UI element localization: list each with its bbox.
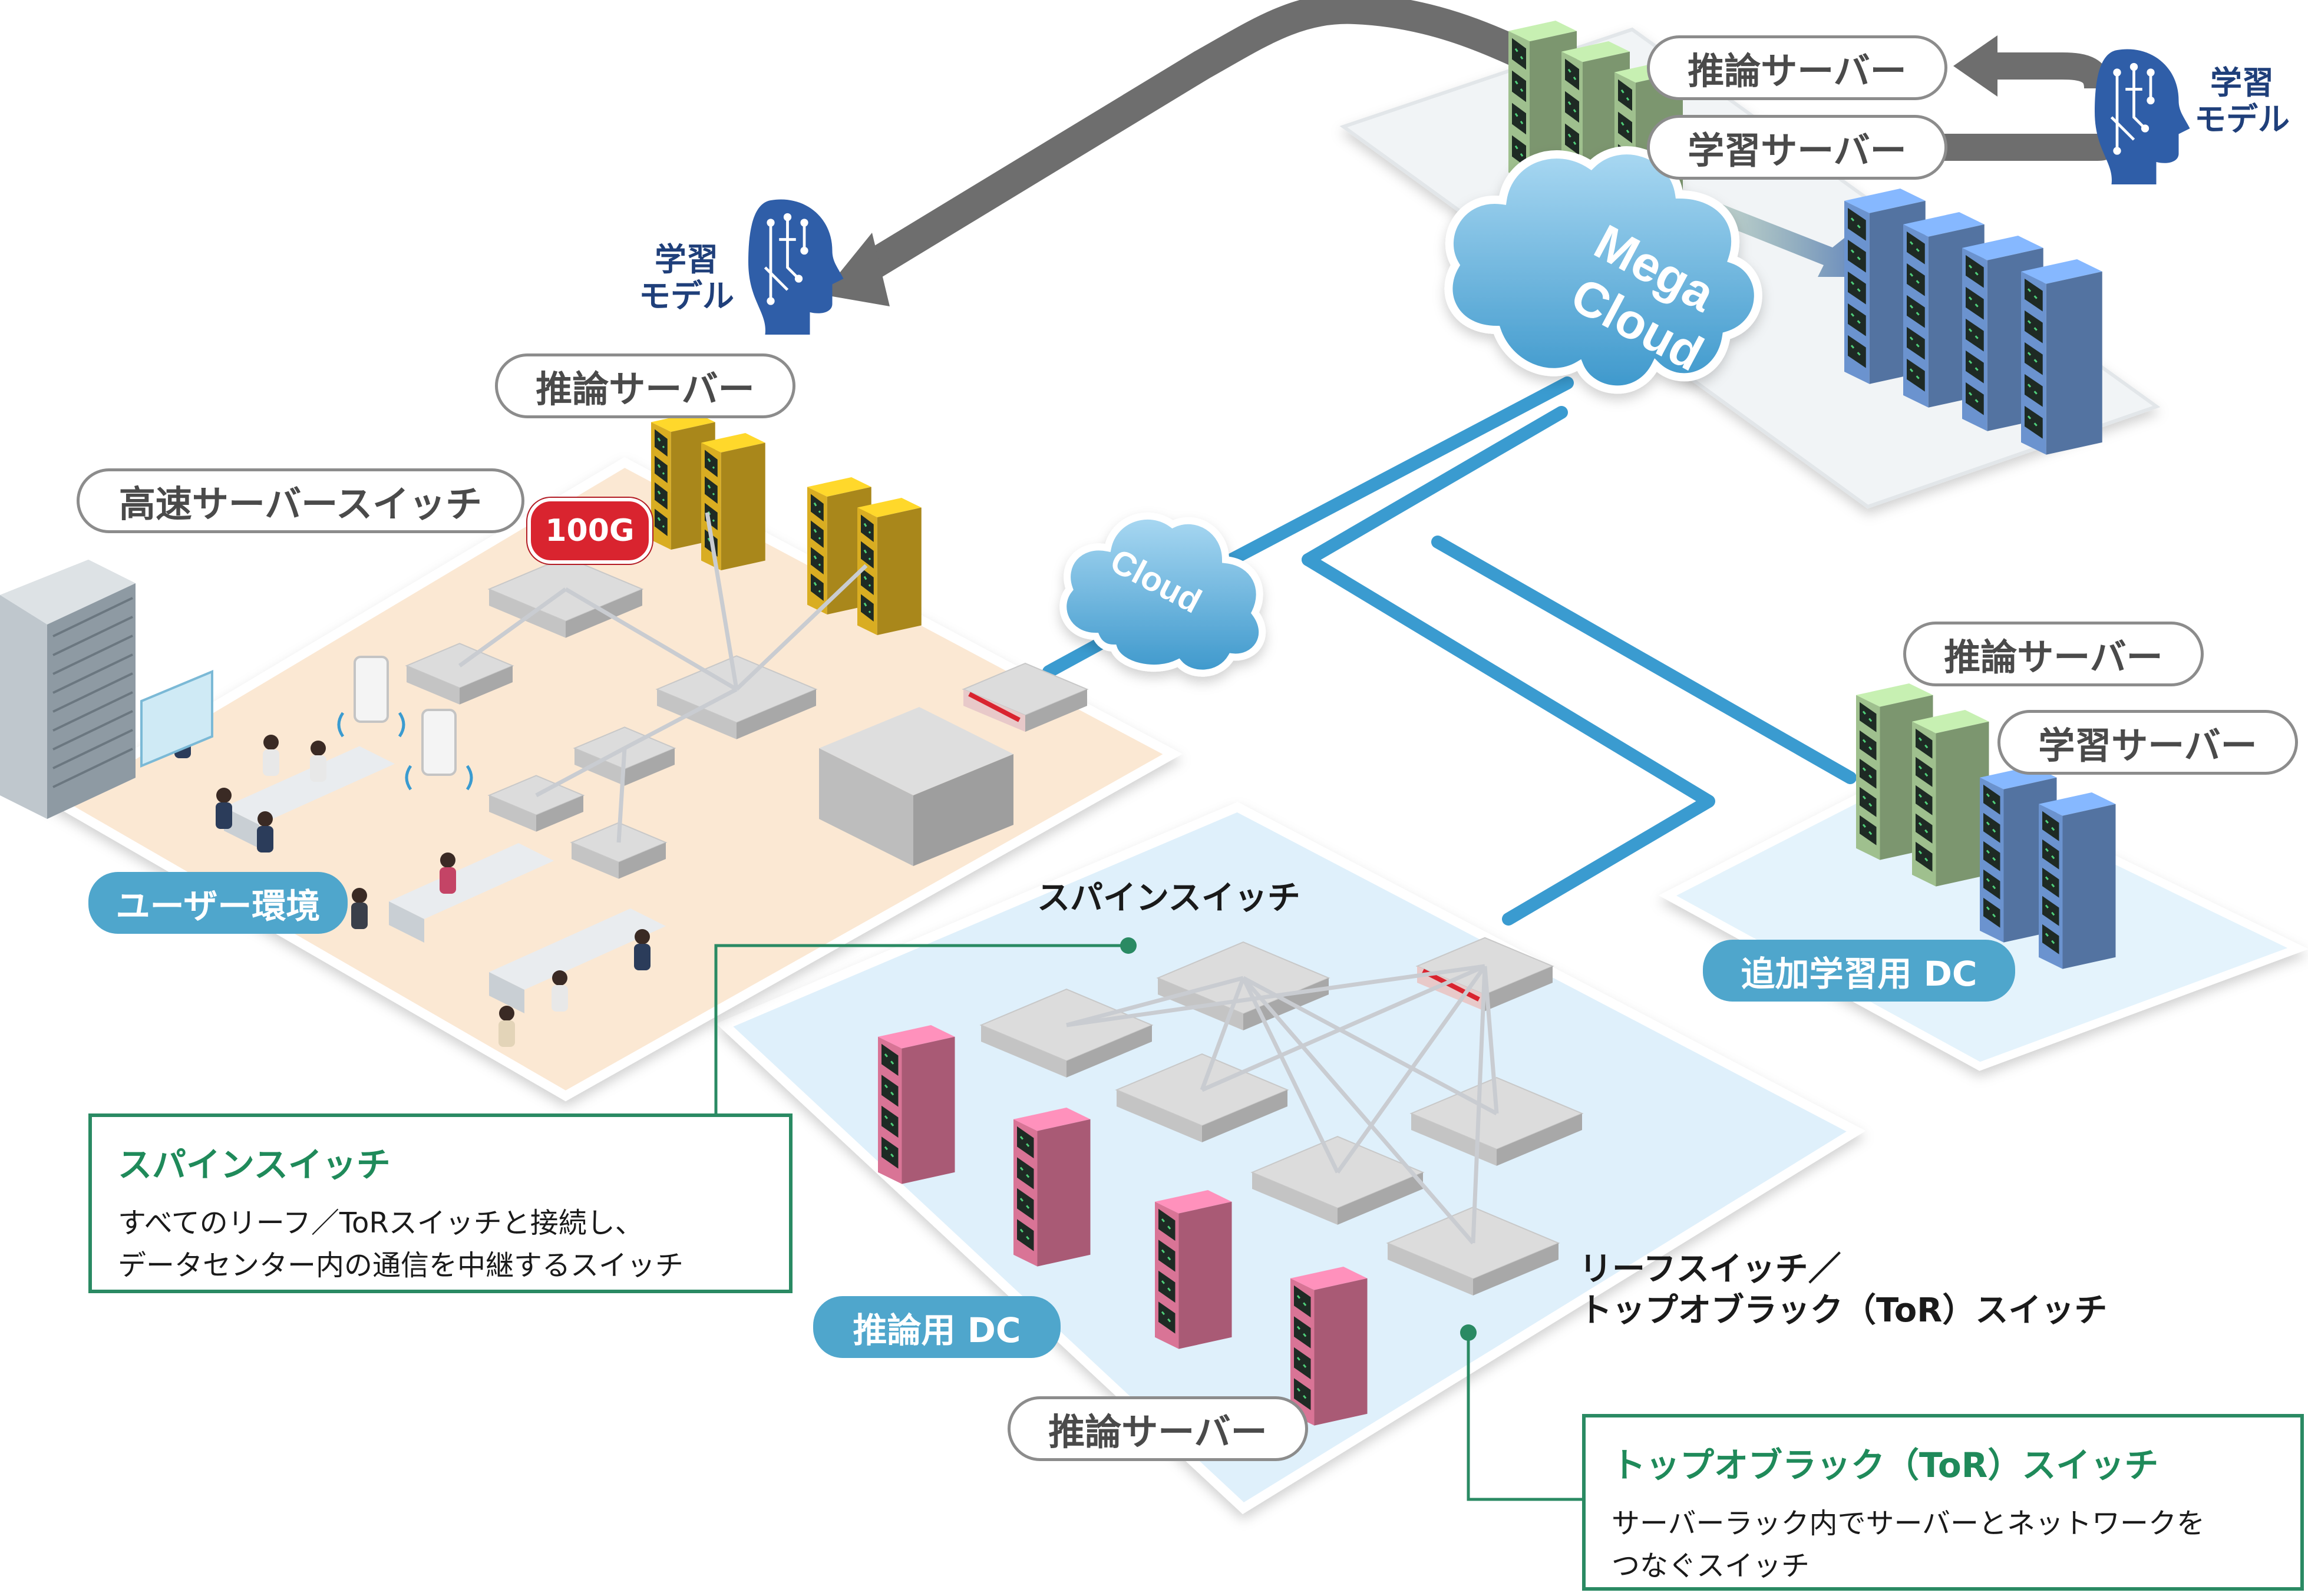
- office-person-4: [257, 811, 273, 852]
- pink-server-2: [1155, 1190, 1232, 1349]
- cable-10: [564, 587, 738, 692]
- spine-switch-callout: スパインスイッチ すべてのリーフ／ToRスイッチと接続し、 データセンター内の通…: [88, 1113, 793, 1293]
- spine-callout-line1: すべてのリーフ／ToRスイッチと接続し、: [118, 1207, 643, 1240]
- model-label-left-line2: モデル: [639, 277, 734, 315]
- tor-callout-line1: サーバーラック内でサーバーとネットワークを: [1612, 1507, 2205, 1540]
- wifi-access-point-icon: [405, 709, 473, 791]
- office-person-3: [216, 788, 232, 829]
- pink-server-1: [1013, 1108, 1091, 1267]
- office-person-6: [440, 852, 456, 894]
- whiteboard: [140, 670, 213, 768]
- office-person-2: [310, 741, 326, 782]
- high-speed-switch-pill: 高速サーバースイッチ: [77, 468, 524, 533]
- leaf-switch-label: リーフスイッチ／ トップオブラック（ToR）スイッチ: [1579, 1249, 2107, 1331]
- blue-server-right-1: [2039, 792, 2116, 969]
- tor-switch-callout: トップオブラック（ToR）スイッチ サーバーラック内でサーバーとネットワークを …: [1582, 1414, 2304, 1591]
- inference-dc-tag: 推論用 DC: [813, 1296, 1061, 1358]
- cable-14: [616, 748, 627, 843]
- cable-6: [1242, 976, 1498, 1116]
- tor-callout-line2: つなぐスイッチ: [1612, 1549, 1810, 1582]
- leaf-switch-label-line2: トップオブラック（ToR）スイッチ: [1579, 1291, 2108, 1330]
- arrowhead-left: [822, 233, 890, 306]
- pink-server-3: [1290, 1267, 1368, 1426]
- cable-2: [1200, 977, 1246, 1091]
- yellow-server-3: [857, 498, 922, 635]
- tor-callout-dot: [1460, 1324, 1477, 1341]
- wifi-access-point-icon: [337, 656, 405, 738]
- spine-callout-dot: [1120, 937, 1137, 954]
- tor-callout-leader: [1467, 1333, 1585, 1501]
- yellow-server-1: [701, 433, 765, 570]
- spine-switch-label: スパインスイッチ: [1037, 879, 1300, 917]
- cable-4: [1241, 977, 1340, 1174]
- office-person-5: [351, 888, 368, 929]
- cable-8: [1242, 976, 1475, 1245]
- badge-100g: 100G: [527, 498, 652, 564]
- model-label-left: 学習 モデル: [625, 241, 748, 315]
- spine-callout-line2: データセンター内の通信を中継するスイッチ: [118, 1249, 684, 1282]
- office-person-8: [634, 929, 651, 970]
- desk-row-1: [389, 843, 554, 943]
- network-links: [1042, 376, 1857, 926]
- cable-12: [623, 687, 738, 751]
- cable-9: [1471, 966, 1487, 1244]
- cable-11: [458, 587, 567, 668]
- transfer-arrow-blue: [1691, 194, 1856, 277]
- ai-model-head-icon-left: [748, 199, 844, 335]
- cable-13: [535, 746, 626, 798]
- spine-callout-leader: [714, 944, 1128, 1116]
- desk-row-2: [489, 908, 666, 1013]
- cable-7: [1482, 966, 1499, 1114]
- model-label-top-right: 学習 モデル: [2180, 64, 2304, 138]
- tor-callout-title: トップオブラック（ToR）スイッチ: [1612, 1445, 2159, 1485]
- blue-server-top-3: [2021, 259, 2102, 455]
- leaf-switch-label-line1: リーフスイッチ／: [1579, 1250, 1841, 1288]
- cable-0: [1066, 976, 1244, 1027]
- meeting-table: [224, 746, 395, 848]
- model-transfer-arrow: [864, 0, 1551, 279]
- training-server-pill-right: 学習サーバー: [1997, 710, 2298, 775]
- training-server-pill-top: 学習サーバー: [1647, 115, 1947, 180]
- cable-15: [735, 564, 868, 691]
- pink-server-0: [878, 1025, 955, 1184]
- mega-cloud: [1444, 146, 1762, 394]
- inference-server-pill-bottom: 推論サーバー: [1008, 1396, 1308, 1461]
- ai-model-head-icon-right: [2095, 49, 2190, 184]
- cable-3: [1201, 964, 1486, 1092]
- additional-training-dc-tag: 追加学習用 DC: [1703, 940, 2015, 1002]
- inference-server-pill-top: 推論サーバー: [1647, 35, 1947, 100]
- office-person-1: [263, 735, 279, 776]
- green-server-right-1: [1912, 710, 1989, 887]
- user-switch-6: [962, 662, 1089, 732]
- office-person-9: [552, 970, 568, 1012]
- spine-callout-title: スパインスイッチ: [118, 1145, 391, 1185]
- inference-server-pill-left: 推論サーバー: [495, 353, 795, 418]
- arrowhead-right: [1953, 35, 1997, 97]
- model-label-left-line1: 学習: [655, 241, 718, 278]
- inference-server-pill-right: 推論サーバー: [1903, 622, 2204, 686]
- small-cloud: [1059, 512, 1266, 677]
- cable-16: [705, 512, 739, 690]
- office-person-7: [498, 1006, 515, 1047]
- model-label-top-right-line1: 学習: [2210, 64, 2274, 101]
- chassis-switch: [819, 707, 1013, 866]
- user-environment-tag: ユーザー環境: [88, 872, 348, 934]
- model-label-top-right-line2: モデル: [2194, 101, 2290, 138]
